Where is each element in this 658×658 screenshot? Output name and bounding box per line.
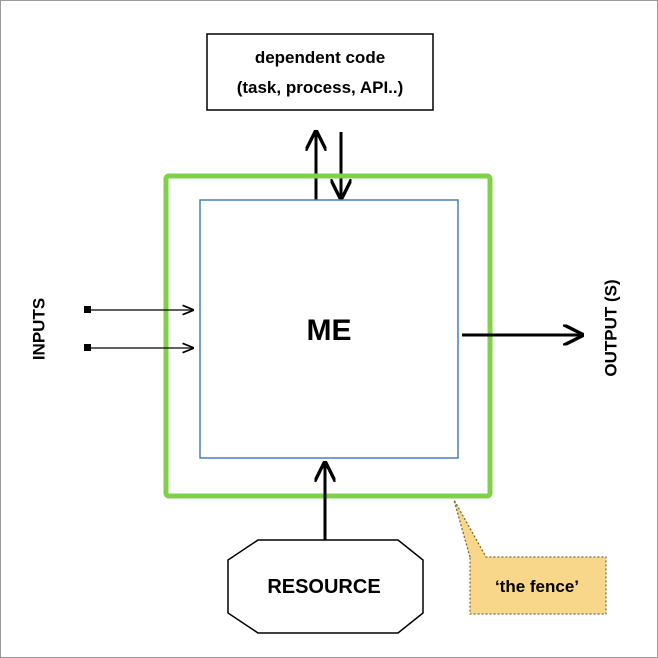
dependent-code-box	[206, 33, 434, 111]
me-box	[199, 199, 459, 459]
fence-callout-label: ‘the fence’	[495, 577, 579, 596]
dependent-code-line2: (task, process, API..)	[237, 78, 404, 97]
resource-shape	[227, 539, 424, 634]
me-label: ME	[307, 314, 352, 347]
input-origin-1	[84, 306, 91, 313]
resource-label: RESOURCE	[267, 576, 380, 598]
input-origin-2	[84, 344, 91, 351]
dependent-code-line1: dependent code	[255, 48, 385, 67]
outputs-label: OUTPUT (S)	[601, 279, 620, 376]
inputs-label: INPUTS	[29, 298, 48, 360]
fence-callout-body	[453, 499, 607, 615]
